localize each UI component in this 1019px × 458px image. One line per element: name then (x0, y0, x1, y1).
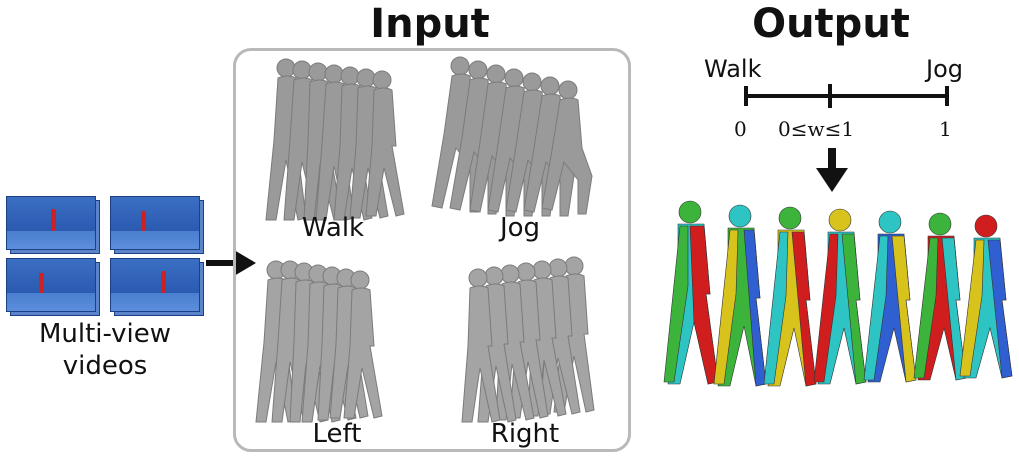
video-thumbnail-4 (110, 258, 204, 316)
left-label: Left (312, 419, 362, 449)
walk-sequence (265, 58, 405, 221)
videos-label-line2: videos (62, 351, 148, 381)
tick-mid: 0≤w≤1 (778, 117, 855, 141)
video-thumbnail-3 (6, 258, 100, 316)
input-title: Input (370, 1, 490, 47)
output-sequence (663, 200, 1013, 387)
video-thumbnail-1 (6, 196, 100, 254)
down-arrow-icon (816, 148, 848, 192)
right-sequence (461, 256, 595, 423)
video-thumbnail-2 (110, 196, 204, 254)
left-sequence (255, 260, 383, 423)
slider-left-label: Walk (704, 55, 762, 83)
tick-right: 1 (939, 117, 952, 141)
interpolation-slider (744, 84, 949, 108)
output-title: Output (752, 1, 910, 47)
slider-right-label: Jog (926, 55, 963, 83)
input-box (233, 48, 631, 452)
jog-sequence (431, 56, 593, 217)
walk-label: Walk (301, 213, 365, 243)
videos-label-line1: Multi-view (38, 319, 172, 349)
jog-label: Jog (499, 213, 541, 243)
right-label: Right (490, 419, 560, 449)
slider-handle (828, 84, 832, 108)
right-arrow-icon (206, 250, 256, 276)
tick-left: 0 (734, 117, 747, 141)
